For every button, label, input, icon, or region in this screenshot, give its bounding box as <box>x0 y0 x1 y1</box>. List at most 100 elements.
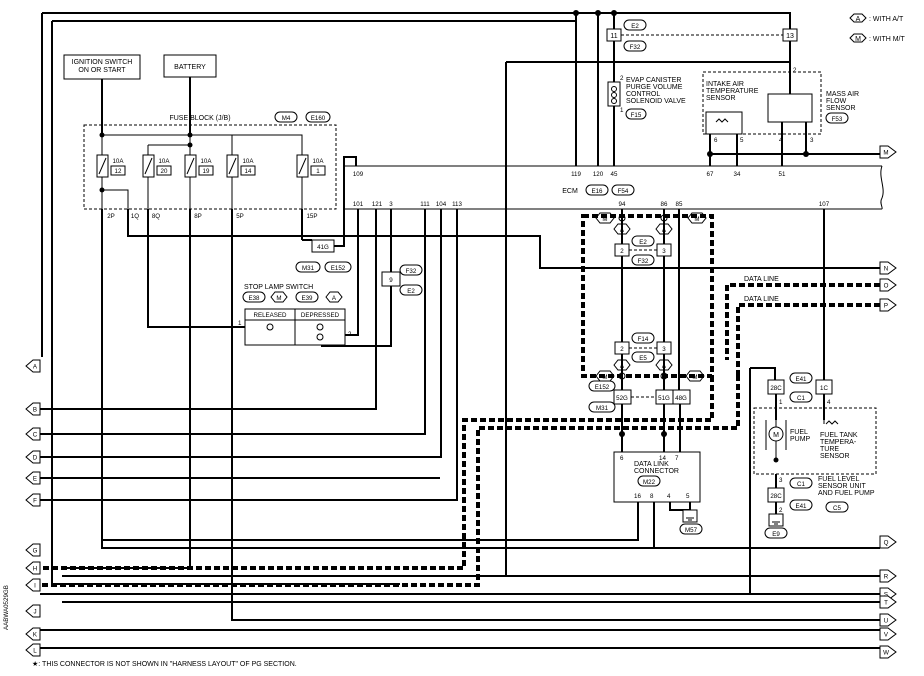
svg-text:20: 20 <box>161 168 168 175</box>
svg-text:A: A <box>332 295 337 302</box>
connector-arrow-right-p: P <box>879 298 897 312</box>
ground-m57: M57 <box>679 509 703 535</box>
connector-arrow-left-j: J <box>25 604 41 618</box>
svg-text:48G: 48G <box>675 395 687 402</box>
svg-text:C1: C1 <box>797 395 805 402</box>
data-line-o <box>725 283 880 360</box>
svg-text:A: A <box>620 227 625 234</box>
conn-e2 <box>623 19 647 31</box>
fuse-12: 10A 12 <box>96 154 126 178</box>
svg-text:M: M <box>602 374 607 381</box>
wire-to-f <box>40 209 458 501</box>
connector-arrow-left-c: C <box>25 427 41 441</box>
svg-text:W: W <box>883 650 889 657</box>
svg-text:A: A <box>856 16 861 23</box>
connector-arrow-right-q: Q <box>879 535 897 549</box>
connector-arrow-right-v: V <box>879 627 897 641</box>
splice <box>99 187 105 193</box>
svg-text:1: 1 <box>779 399 783 406</box>
svg-text:10A: 10A <box>312 158 324 165</box>
svg-text:4: 4 <box>827 399 831 406</box>
fuse-block: FUSE BLOCK (J/B) M4 E160 <box>83 111 337 210</box>
svg-text:45: 45 <box>611 171 618 178</box>
splice <box>661 431 667 437</box>
fuse-20: 10A 20 <box>142 154 172 178</box>
svg-text:3: 3 <box>662 248 666 255</box>
fuse-14: 10A 14 <box>226 154 256 178</box>
svg-text:F14: F14 <box>638 336 649 343</box>
side-code: AABWA0529GB <box>3 585 10 630</box>
fuse-1: 10A 1 <box>296 154 326 178</box>
mt-tag <box>687 212 707 224</box>
svg-text:F54: F54 <box>618 188 629 195</box>
svg-text:E5: E5 <box>639 355 647 362</box>
svg-text:85: 85 <box>676 201 683 208</box>
svg-text:4: 4 <box>667 493 671 500</box>
svg-text:F15: F15 <box>631 112 642 119</box>
svg-text:94: 94 <box>619 201 626 208</box>
svg-text:1: 1 <box>316 168 320 175</box>
splice <box>707 151 713 157</box>
conn-f32 <box>623 40 647 52</box>
svg-text:8Q: 8Q <box>152 213 160 220</box>
conn-f14 <box>631 332 655 344</box>
svg-text:F32: F32 <box>406 268 417 275</box>
svg-text:14: 14 <box>245 168 252 175</box>
svg-text:104: 104 <box>436 201 447 208</box>
svg-text:2: 2 <box>620 346 624 353</box>
svg-text:Q: Q <box>884 540 889 547</box>
at-tag <box>655 359 673 371</box>
svg-text:51: 51 <box>779 171 786 178</box>
svg-text:113: 113 <box>452 201 462 208</box>
svg-text:5: 5 <box>686 493 690 500</box>
at-tag <box>655 223 673 235</box>
svg-text:2: 2 <box>620 248 624 255</box>
top-bus-wire <box>42 12 791 32</box>
svg-text:3: 3 <box>662 346 666 353</box>
svg-text:1C: 1C <box>820 385 828 392</box>
svg-text:ECM: ECM <box>562 188 578 195</box>
svg-text:2P: 2P <box>107 213 115 220</box>
svg-text:E152: E152 <box>595 384 610 391</box>
svg-text:K: K <box>33 632 38 639</box>
svg-text:M: M <box>692 374 697 381</box>
svg-text:111: 111 <box>420 201 430 208</box>
at-tag <box>613 223 631 235</box>
svg-text:M31: M31 <box>302 265 315 272</box>
svg-text:FUSE BLOCK (J/B): FUSE BLOCK (J/B) <box>169 115 230 122</box>
conn-c1 <box>789 391 813 403</box>
svg-text:6: 6 <box>714 137 718 144</box>
svg-text:2: 2 <box>620 75 624 82</box>
svg-text:C1: C1 <box>797 481 805 488</box>
fuse-1q-link <box>102 189 129 209</box>
conn-48g <box>672 389 691 405</box>
svg-text:1: 1 <box>238 320 242 327</box>
svg-text:10A: 10A <box>112 158 124 165</box>
svg-text:L: L <box>33 648 37 655</box>
svg-text:8P: 8P <box>194 213 202 220</box>
conn-e152 <box>324 261 352 273</box>
svg-text:E2: E2 <box>639 239 647 246</box>
svg-text:F32: F32 <box>630 44 641 51</box>
svg-text:STOP LAMP SWITCH: STOP LAMP SWITCH <box>244 284 313 291</box>
wire-fuel-in <box>750 367 776 380</box>
svg-text:11: 11 <box>610 33 617 40</box>
svg-text:A: A <box>662 363 667 370</box>
svg-text:E41: E41 <box>795 503 807 510</box>
conn-c5 <box>825 501 849 513</box>
svg-text:86: 86 <box>661 201 668 208</box>
svg-text:121: 121 <box>372 201 383 208</box>
conn-f32c <box>631 254 655 266</box>
conn-m31 <box>295 261 321 273</box>
svg-text:S: S <box>884 592 888 599</box>
svg-text:RELEASED: RELEASED <box>253 312 287 319</box>
wire-to-c <box>40 209 426 435</box>
ground-e9: E9 <box>764 513 788 539</box>
svg-text:E2: E2 <box>407 288 415 295</box>
svg-text:H: H <box>33 566 37 573</box>
svg-text:1: 1 <box>620 107 624 114</box>
